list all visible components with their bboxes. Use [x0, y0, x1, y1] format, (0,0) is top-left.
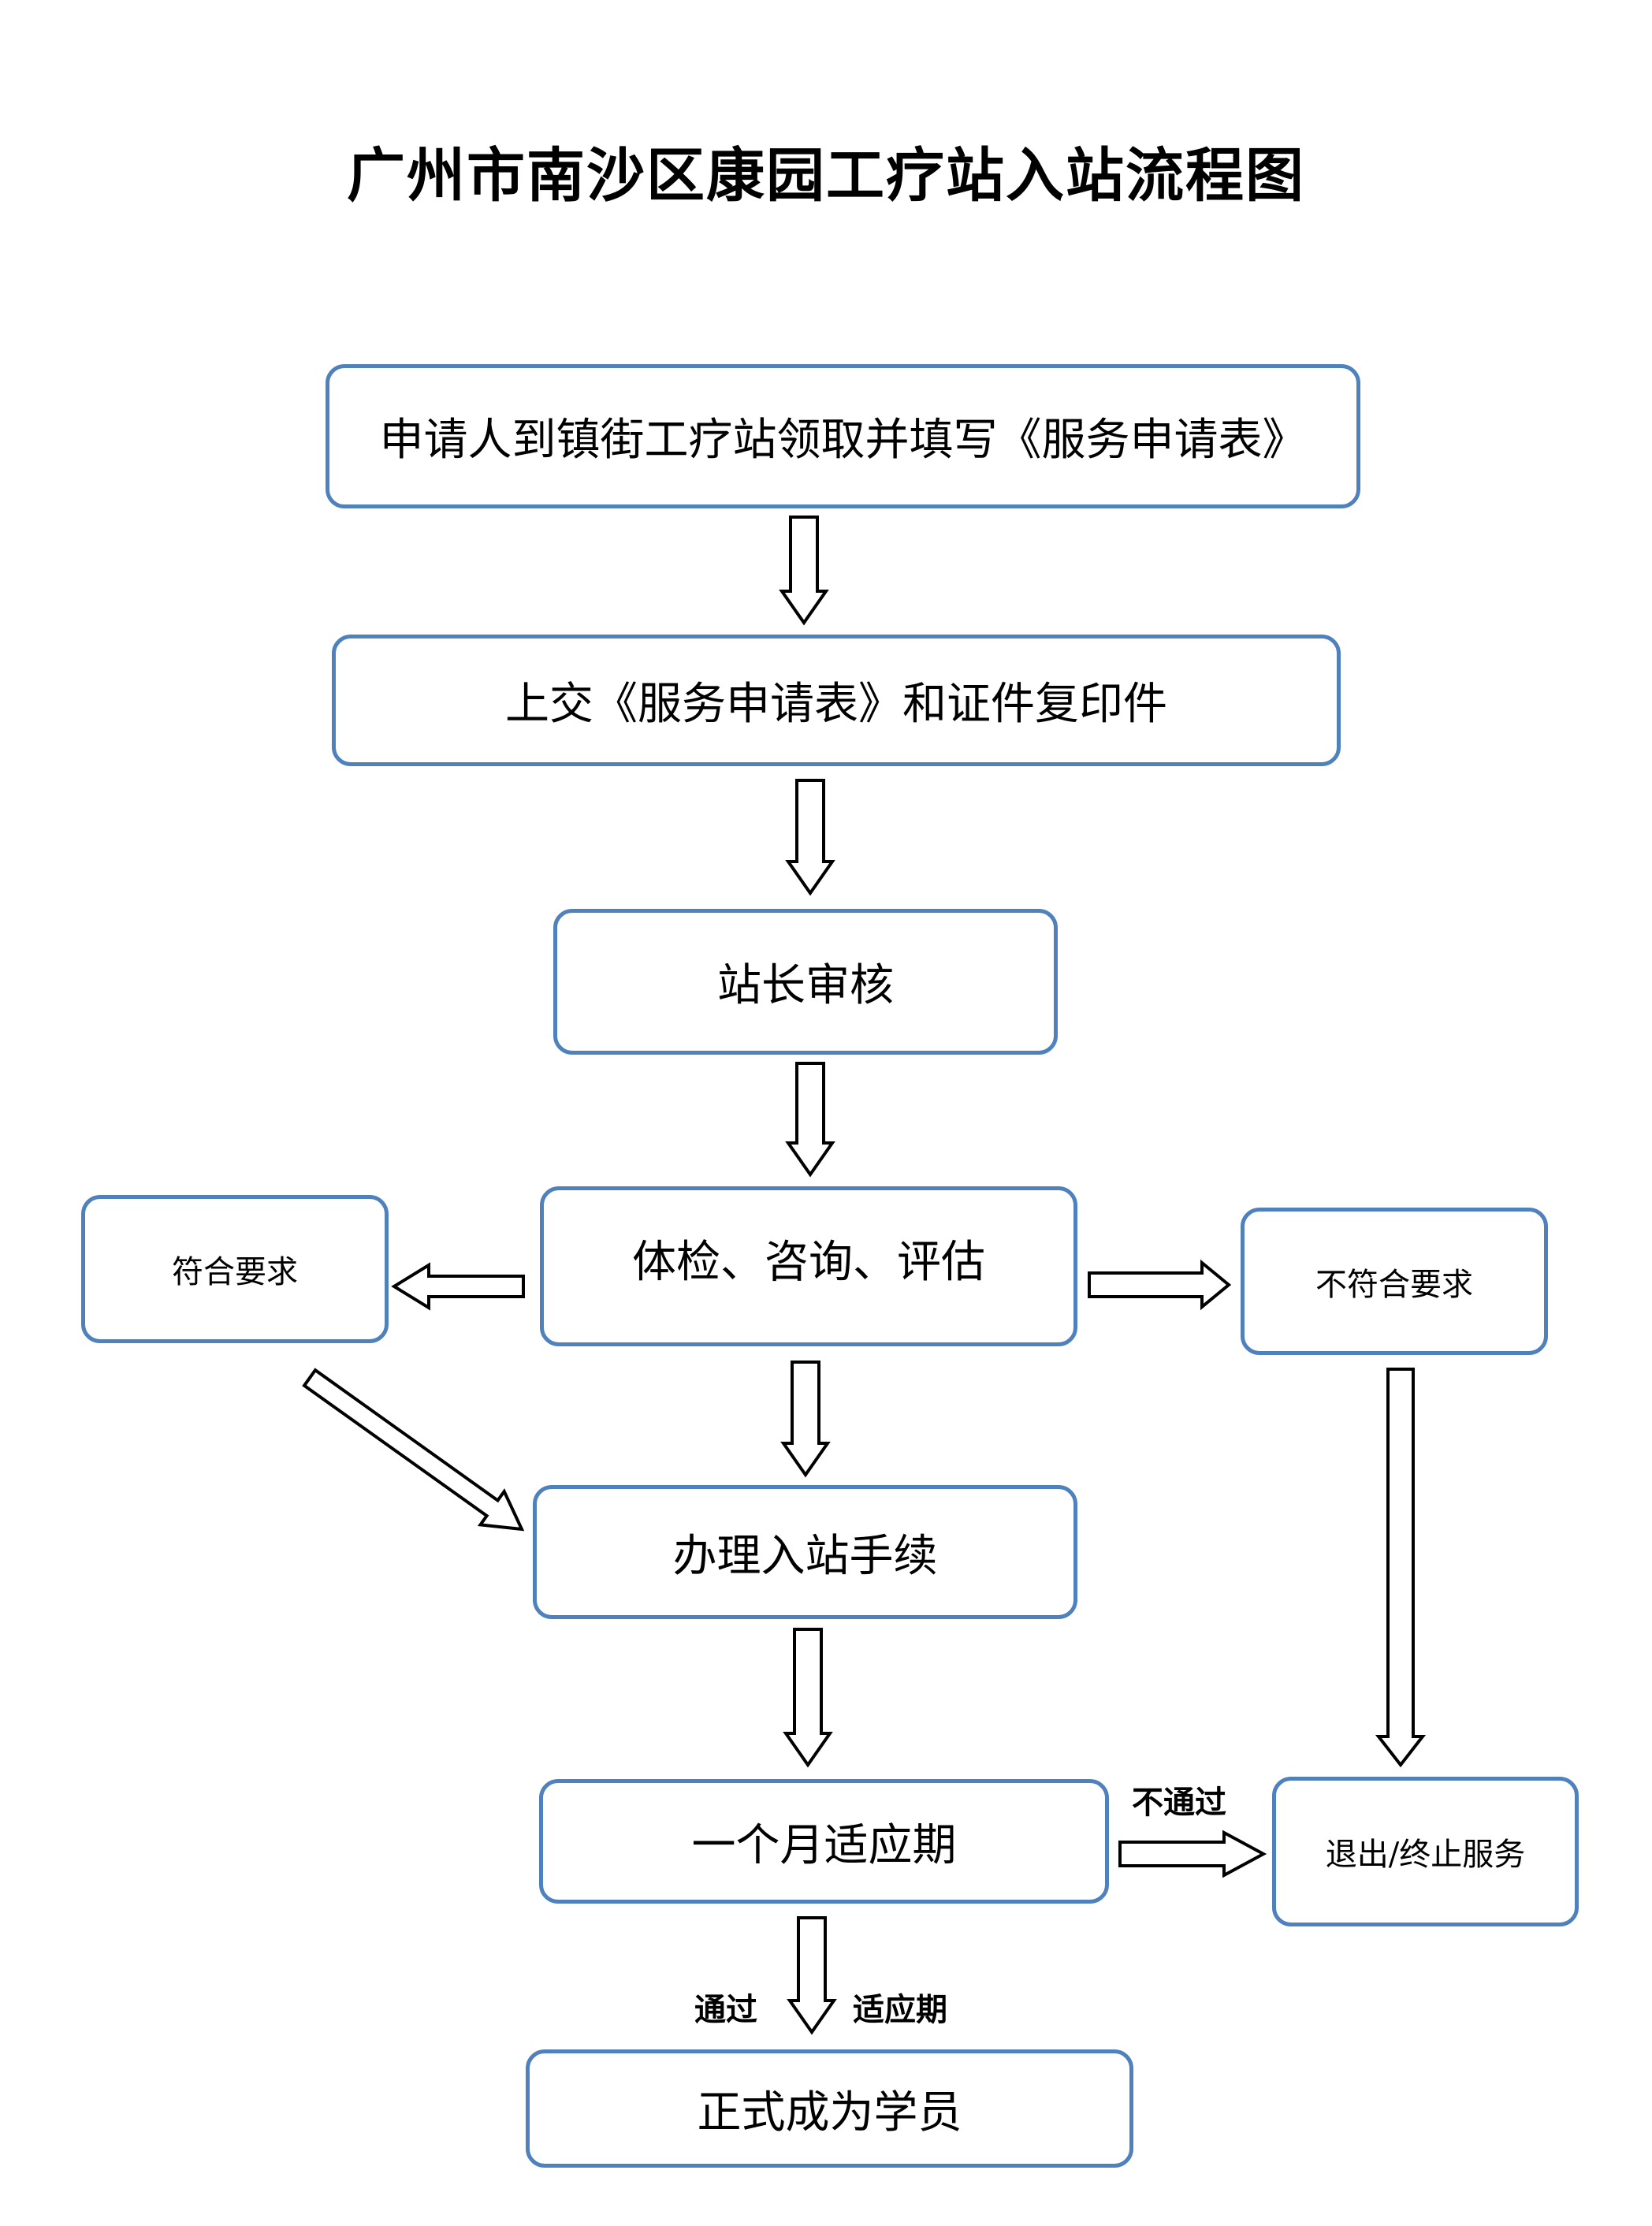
arrow-admission-to-trial: [783, 1628, 833, 1768]
arrow-assess-to-qualified: [391, 1262, 525, 1311]
arrow-assess-to-admission: [780, 1361, 831, 1478]
step-admission-box: 办理入站手续: [533, 1485, 1077, 1619]
step-apply-box: 申请人到镇街工疗站领取并填写《服务申请表》: [326, 364, 1360, 508]
step-qualified-box: 符合要求: [81, 1195, 389, 1343]
arrow-trial-to-member: [787, 1916, 837, 2035]
step-qualified-label: 符合要求: [172, 1254, 298, 1290]
step-exit-box: 退出/终止服务: [1272, 1777, 1579, 1926]
step-submit-label: 上交《服务申请表》和证件复印件: [505, 679, 1167, 730]
step-trial-box: 一个月适应期: [539, 1779, 1109, 1904]
step-submit-box: 上交《服务申请表》和证件复印件: [332, 635, 1341, 766]
page-title: 广州市南沙区康园工疗站入站流程图: [347, 142, 1305, 210]
edge-label-fail: 不通过: [1132, 1785, 1226, 1821]
arrow-trial-to-exit: [1118, 1830, 1267, 1878]
step-assess-label: 体检、咨询、评估: [632, 1237, 985, 1288]
step-review-label: 站长审核: [717, 960, 894, 1011]
edge-label-pass: 通过: [694, 1992, 757, 2028]
step-unqualified-label: 不符合要求: [1315, 1266, 1473, 1303]
arrow-submit-to-review: [785, 779, 835, 896]
step-member-label: 正式成为学员: [697, 2086, 962, 2139]
step-member-box: 正式成为学员: [526, 2049, 1133, 2168]
step-assess-box: 体检、咨询、评估: [540, 1186, 1077, 1346]
step-apply-label: 申请人到镇街工疗站领取并填写《服务申请表》: [379, 415, 1307, 466]
step-exit-label: 退出/终止服务: [1325, 1837, 1526, 1873]
step-trial-label: 一个月适应期: [691, 1819, 957, 1871]
step-unqualified-box: 不符合要求: [1241, 1208, 1548, 1355]
arrow-unqualified-to-exit: [1375, 1368, 1427, 1768]
step-admission-label: 办理入站手续: [672, 1530, 938, 1582]
arrow-review-to-assess: [785, 1062, 835, 1178]
arrow-qualified-to-admission: [302, 1368, 525, 1532]
arrow-assess-to-unqualified: [1088, 1259, 1232, 1311]
step-review-box: 站长审核: [553, 909, 1058, 1055]
edge-label-pass-suffix: 适应期: [853, 1992, 947, 2028]
arrow-apply-to-submit: [779, 516, 829, 626]
